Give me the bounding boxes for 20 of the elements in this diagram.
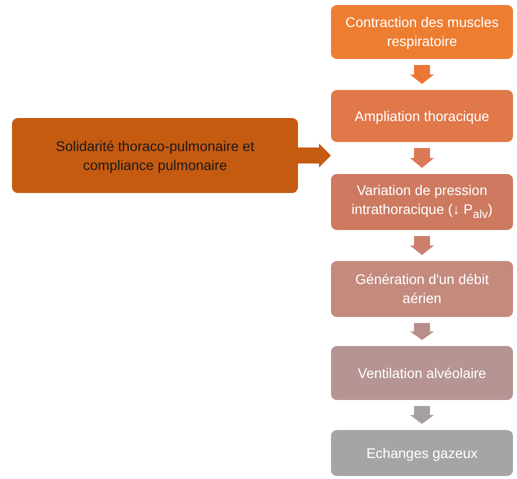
arrow [298,144,331,168]
arrow [410,323,434,340]
box-label: Contraction des muscles respiratoire [344,13,500,51]
process-box [331,430,513,476]
arrow [410,406,434,424]
box-label: Solidarité thoraco-pulmonaire et compliance pulmonaire [54,136,256,174]
arrow [410,65,434,84]
process-box [331,174,513,230]
box-label: Génération d'un débit aérien [354,270,490,308]
process-box [331,90,513,142]
process-box [331,346,513,400]
box-label: Echanges gazeux [366,444,478,462]
process-box [331,5,513,59]
arrow [410,236,434,255]
arrow [410,148,434,168]
box-label: Ventilation alvéolaire [358,364,486,382]
box-label: Variation de pression intrathoracique (↓ P$_{alv}$) [350,181,494,223]
process-box [331,261,513,317]
box-label: Ampliation thoracique [354,106,490,126]
process-box [12,118,298,193]
